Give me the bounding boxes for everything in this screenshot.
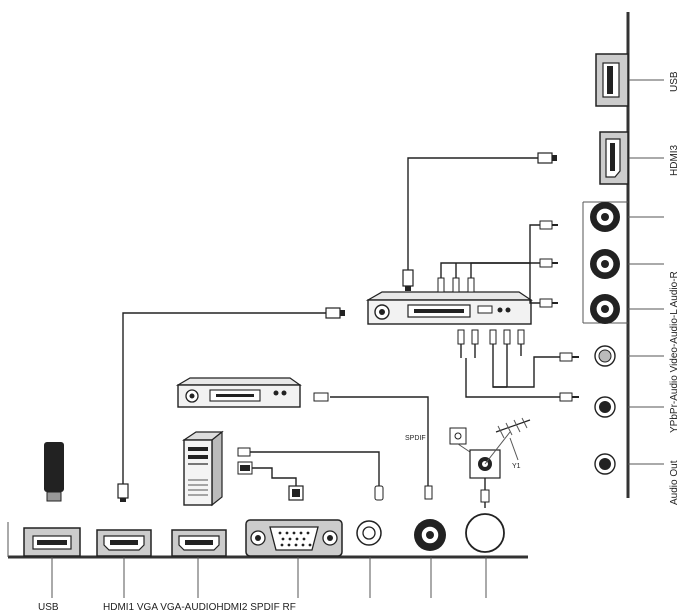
side-hdmi3-label: HDMI3 xyxy=(669,144,680,176)
side-component-label: YPbPr-Audio Video-Audio-L Audio-R xyxy=(669,271,680,433)
svg-text:Y1: Y1 xyxy=(512,463,521,470)
vga-port xyxy=(245,519,343,557)
spdif-jack xyxy=(414,519,446,551)
usb-port-bottom xyxy=(23,527,81,557)
component-cable-top xyxy=(437,220,558,308)
audio-l-jack xyxy=(594,345,616,367)
audio-cable-top xyxy=(457,329,579,402)
cables: SPDIF xyxy=(117,152,579,508)
rf-jack xyxy=(465,513,505,553)
bottom-panel: USB HDMI1 VGA VGA-AUDIOHDMI2 SPDIF RF xyxy=(7,513,528,613)
spdif-label: SPDIF xyxy=(405,435,426,442)
hdmi1-port xyxy=(96,529,152,557)
hdmi3-port xyxy=(599,131,629,185)
side-usb-label: USB xyxy=(669,71,680,92)
audio-r-jack xyxy=(594,396,616,418)
side-panel: USB HDMI3 YPbPr-Audio Video-Audio-L Audi… xyxy=(582,12,680,505)
audio-out-jack xyxy=(594,453,616,475)
hdmi1-cable xyxy=(117,307,345,502)
usb-flash-drive-icon xyxy=(44,442,64,502)
hdmi2-port xyxy=(171,529,227,557)
usb-port-side xyxy=(595,53,629,107)
dvd-player-middle-icon xyxy=(175,377,302,408)
rf-cable xyxy=(480,478,490,508)
side-tick-lines xyxy=(628,79,664,465)
hdmi-cable-top xyxy=(402,152,557,291)
bottom-usb-label: USB xyxy=(38,602,59,613)
spdif-cable: SPDIF xyxy=(313,392,433,500)
component-jacks xyxy=(590,202,620,324)
dvd-player-top-icon xyxy=(365,291,533,325)
port-tick-lines xyxy=(51,557,487,598)
vga-audio-jack xyxy=(356,520,382,546)
antenna-icon: Y1 xyxy=(449,417,531,479)
vga-audio-cable xyxy=(237,447,384,501)
computer-tower-icon xyxy=(182,430,224,507)
side-audio-out-label: Audio Out xyxy=(669,460,680,505)
bottom-ports-label: HDMI1 VGA VGA-AUDIOHDMI2 SPDIF RF xyxy=(103,602,296,613)
